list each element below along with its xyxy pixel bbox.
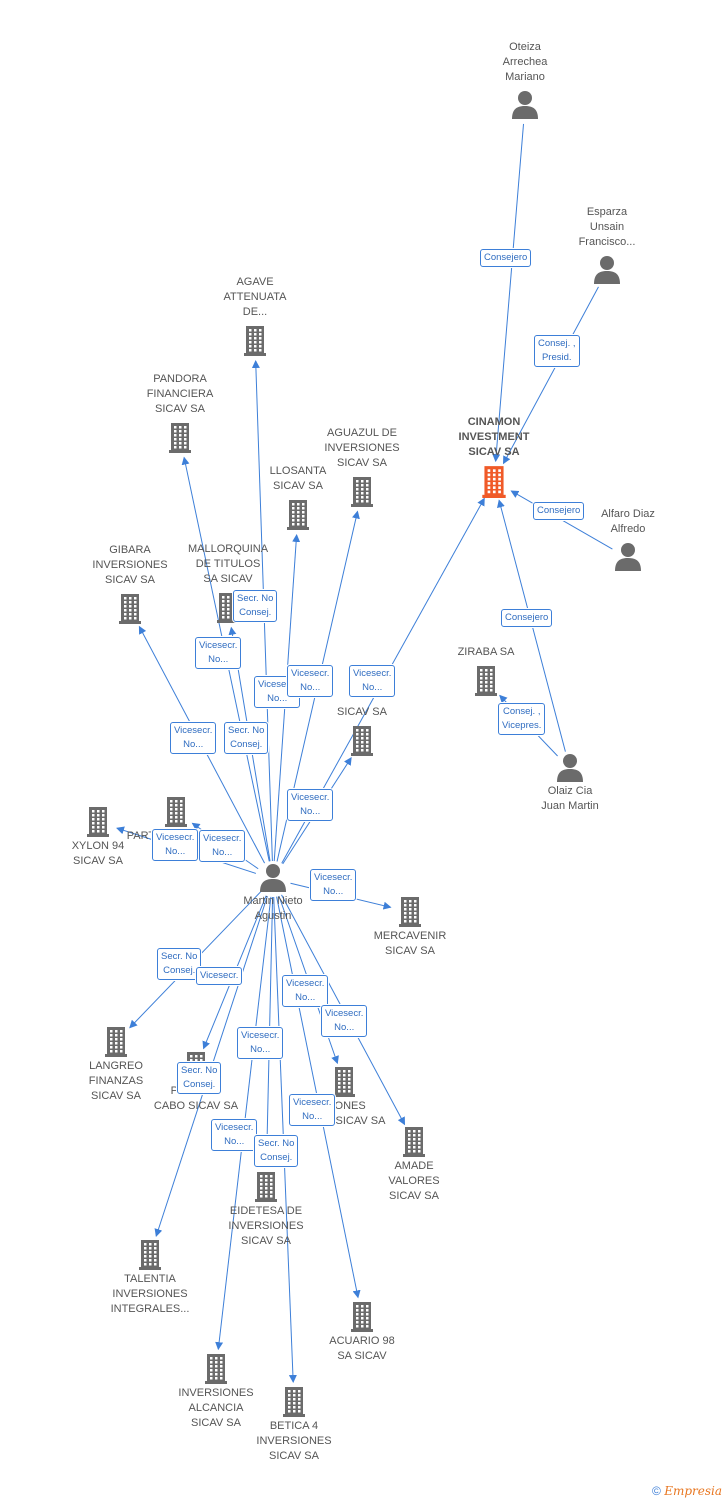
- company-label-sicavsa: SICAV SA: [337, 706, 387, 718]
- building-icon: [475, 666, 497, 696]
- relation-badge-r18[interactable]: Vicesecr.: [196, 967, 243, 985]
- company-node-alcancia[interactable]: INVERSIONES ALCANCIA SICAV SA: [161, 1352, 271, 1431]
- relation-badge-r9[interactable]: Vicesecr. No...: [287, 665, 334, 697]
- relation-badge-r7[interactable]: Vicesecr. No...: [195, 637, 242, 669]
- building-icon: [482, 466, 506, 498]
- company-label-acuario: ACUARIO 98 SA SICAV: [329, 1335, 395, 1362]
- building-icon: [333, 1067, 355, 1097]
- relation-badge-r12[interactable]: Secr. No Consej.: [224, 722, 269, 754]
- building-icon: [351, 726, 373, 756]
- company-label-cinamon: CINAMON INVESTMENT SICAV SA: [458, 416, 530, 458]
- person-icon: [512, 91, 538, 119]
- person-label-alfaro: Alfaro Diaz Alfredo: [601, 508, 655, 535]
- building-icon: [165, 797, 187, 827]
- relation-badge-r20[interactable]: Vicesecr. No...: [321, 1005, 368, 1037]
- building-icon: [283, 1387, 305, 1417]
- company-label-gibara: GIBARA INVERSIONES SICAV SA: [92, 544, 168, 586]
- company-node-langreo[interactable]: LANGREO FINANZAS SICAV SA: [61, 1025, 171, 1104]
- person-icon: [594, 256, 620, 284]
- building-icon: [399, 897, 421, 927]
- company-node-pandora[interactable]: PANDORA FINANCIERA SICAV SA: [125, 372, 235, 453]
- person-label-esparza: Esparza Unsain Francisco...: [578, 206, 636, 248]
- relation-badge-r23[interactable]: Vicesecr. No...: [289, 1094, 336, 1126]
- company-node-eidetesa[interactable]: EIDETESA DE INVERSIONES SICAV SA: [211, 1170, 321, 1249]
- person-icon: [615, 543, 641, 571]
- person-node-oteiza[interactable]: Oteiza Arrechea Mariano: [470, 40, 580, 119]
- edge-oteiza-cinamon: [492, 123, 525, 463]
- relation-badge-r4[interactable]: Consejero: [501, 609, 553, 627]
- person-icon: [557, 754, 583, 782]
- company-label-agave: AGAVE ATTENUATA DE...: [223, 276, 287, 318]
- company-node-acuario[interactable]: ACUARIO 98 SA SICAV: [307, 1300, 417, 1364]
- company-node-amade[interactable]: AMADE VALORES SICAV SA: [359, 1125, 469, 1204]
- building-icon: [351, 1302, 373, 1332]
- relation-badge-r2[interactable]: Consej. , Presid.: [534, 335, 580, 367]
- building-icon: [169, 423, 191, 453]
- building-icon: [403, 1127, 425, 1157]
- footer-brand[interactable]: © Empresia: [652, 1484, 722, 1498]
- company-label-betica: BETICA 4 INVERSIONES SICAV SA: [256, 1420, 332, 1462]
- company-node-xylon[interactable]: XYLON 94 SICAV SA: [43, 805, 153, 869]
- relation-badge-r11[interactable]: Vicesecr. No...: [170, 722, 217, 754]
- edge-esparza-cinamon: [503, 286, 599, 465]
- relation-badge-r1[interactable]: Consejero: [480, 249, 532, 267]
- relation-badge-r22[interactable]: Secr. No Consej.: [177, 1062, 222, 1094]
- relation-badge-r6[interactable]: Secr. No Consej.: [233, 590, 278, 622]
- relation-badge-r3[interactable]: Consejero: [533, 502, 585, 520]
- company-label-langreo: LANGREO FINANZAS SICAV SA: [88, 1060, 144, 1102]
- company-node-betica[interactable]: BETICA 4 INVERSIONES SICAV SA: [239, 1385, 349, 1464]
- person-icon: [260, 864, 286, 892]
- relation-badge-r15[interactable]: Vicesecr. No...: [199, 830, 246, 862]
- company-node-talentia[interactable]: TALENTIA INVERSIONES INTEGRALES...: [95, 1238, 205, 1317]
- building-icon: [255, 1172, 277, 1202]
- company-node-llosanta[interactable]: LLOSANTA SICAV SA: [243, 464, 353, 530]
- building-icon: [87, 807, 109, 837]
- company-label-aguazul: AGUAZUL DE INVERSIONES SICAV SA: [324, 427, 400, 469]
- company-label-xylon: XYLON 94 SICAV SA: [71, 840, 125, 867]
- person-node-martin[interactable]: Martin Nieto Agustin: [218, 862, 328, 924]
- company-node-mercavenir[interactable]: MERCAVENIR SICAV SA: [355, 895, 465, 959]
- company-label-alcancia: INVERSIONES ALCANCIA SICAV SA: [178, 1387, 254, 1429]
- building-icon: [139, 1240, 161, 1270]
- brand-logo: Empresia: [664, 1484, 722, 1498]
- company-node-gibara[interactable]: GIBARA INVERSIONES SICAV SA: [75, 543, 185, 624]
- person-node-esparza[interactable]: Esparza Unsain Francisco...: [552, 205, 662, 284]
- relation-badge-r13[interactable]: Vicesecr. No...: [287, 789, 334, 821]
- company-node-aguazul[interactable]: AGUAZUL DE INVERSIONES SICAV SA: [307, 426, 417, 507]
- relation-badge-r21[interactable]: Vicesecr. No...: [237, 1027, 284, 1059]
- company-node-sicavsa[interactable]: SICAV SA: [307, 705, 417, 756]
- company-node-cinamon[interactable]: CINAMON INVESTMENT SICAV SA: [439, 415, 549, 498]
- person-node-alfaro[interactable]: Alfaro Diaz Alfredo: [573, 507, 683, 571]
- person-node-olaiz[interactable]: Olaiz Cia Juan Martin: [515, 752, 625, 814]
- company-label-talentia: TALENTIA INVERSIONES INTEGRALES...: [110, 1273, 190, 1315]
- relation-badge-r19[interactable]: Vicesecr. No...: [282, 975, 329, 1007]
- company-label-pandora: PANDORA FINANCIERA SICAV SA: [146, 373, 214, 415]
- building-icon: [287, 500, 309, 530]
- person-label-oteiza: Oteiza Arrechea Mariano: [502, 41, 548, 83]
- company-label-mallorquina: MALLORQUINA DE TITULOS SA SICAV: [187, 543, 269, 585]
- relation-badge-r5[interactable]: Consej. , Vicepres.: [498, 703, 546, 735]
- copyright-icon: ©: [652, 1484, 661, 1498]
- relation-badge-r24[interactable]: Vicesecr. No...: [211, 1119, 258, 1151]
- company-node-agave[interactable]: AGAVE ATTENUATA DE...: [200, 275, 310, 356]
- building-icon: [119, 594, 141, 624]
- company-label-ziraba: ZIRABA SA: [457, 646, 515, 658]
- person-label-martin: Martin Nieto Agustin: [243, 895, 303, 922]
- company-label-eidetesa: EIDETESA DE INVERSIONES SICAV SA: [228, 1205, 304, 1247]
- relation-badge-r17[interactable]: Secr. No Consej.: [157, 948, 202, 980]
- building-icon: [205, 1354, 227, 1384]
- relation-badge-r10[interactable]: Vicesecr. No...: [349, 665, 396, 697]
- building-icon: [105, 1027, 127, 1057]
- building-icon: [351, 477, 373, 507]
- person-label-olaiz: Olaiz Cia Juan Martin: [541, 785, 599, 812]
- relation-badge-r25[interactable]: Secr. No Consej.: [254, 1135, 299, 1167]
- company-label-mercavenir: MERCAVENIR SICAV SA: [373, 930, 447, 957]
- company-label-amade: AMADE VALORES SICAV SA: [388, 1160, 440, 1202]
- company-label-llosanta: LLOSANTA SICAV SA: [269, 465, 327, 492]
- company-node-ziraba[interactable]: ZIRABA SA: [431, 645, 541, 696]
- relation-badge-r14[interactable]: Vicesecr. No...: [152, 829, 199, 861]
- building-icon: [244, 326, 266, 356]
- relation-badge-r16[interactable]: Vicesecr. No...: [310, 869, 357, 901]
